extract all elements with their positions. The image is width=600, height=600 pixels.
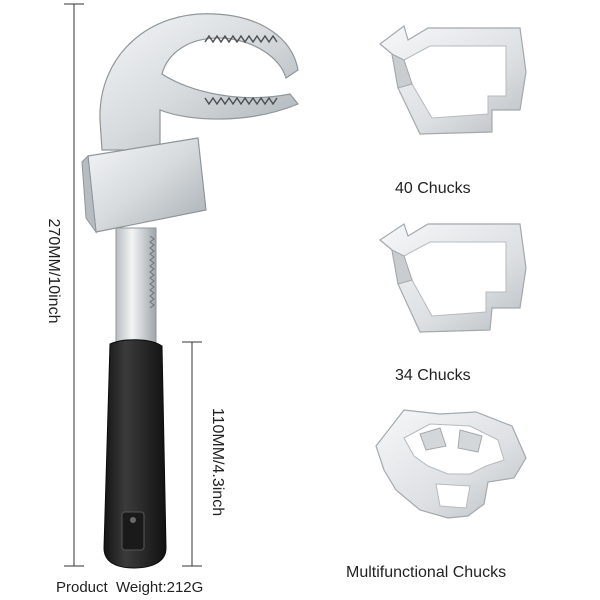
product-weight-label: Product Weight:212G xyxy=(56,579,204,596)
chuck-34-label: 34 Chucks xyxy=(395,367,471,384)
lower-jaw-teeth xyxy=(204,96,278,106)
chuck-40 xyxy=(379,24,527,135)
chuck-multifunctional-label: Multifunctional Chucks xyxy=(346,564,507,581)
overall-length-label: 270MM/10inch xyxy=(45,218,62,324)
wrench xyxy=(81,13,299,569)
chuck-34 xyxy=(378,223,527,333)
shaft-rack-teeth xyxy=(149,235,155,309)
handle-dimension-line xyxy=(182,341,202,567)
overall-dimension-line xyxy=(64,3,84,567)
wrench-shaft xyxy=(115,227,157,349)
chuck-40-label: 40 Chucks xyxy=(395,180,471,197)
wrench-handle xyxy=(103,339,167,569)
upper-jaw-teeth xyxy=(204,34,278,44)
handle-length-label: 110MM/4.3inch xyxy=(209,407,226,517)
chuck-multifunctional xyxy=(375,409,527,519)
wrench-slider-block xyxy=(87,137,207,233)
wrench-jaw xyxy=(99,13,299,151)
